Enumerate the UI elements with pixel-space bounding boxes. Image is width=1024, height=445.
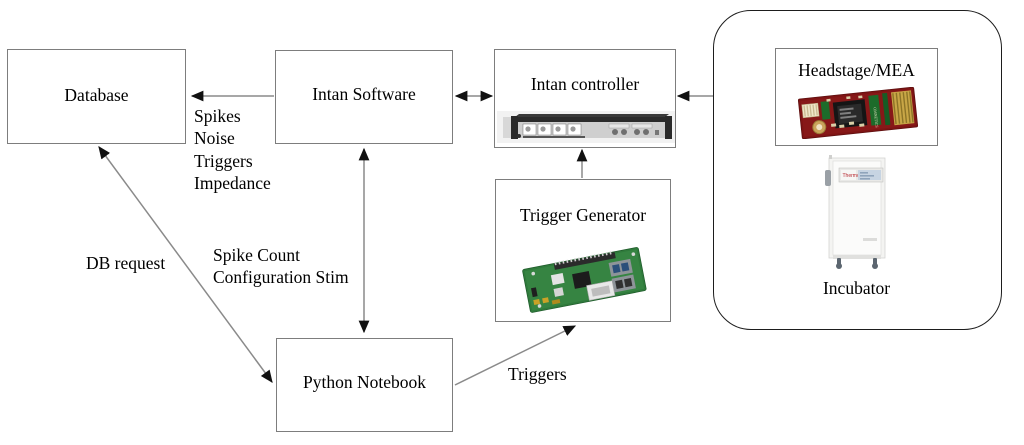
node-python-notebook[interactable]: Python Notebook <box>276 338 453 432</box>
edge-label-line-noise: Noise <box>194 128 235 149</box>
node-incubator-label: Incubator <box>822 278 891 298</box>
node-headstage-mea-label: Headstage/MEA <box>798 60 915 80</box>
edge-label-line-spikes: Spikes <box>194 106 241 126</box>
edge-label-db-request: DB request <box>86 253 166 273</box>
intan-controller-device-image <box>497 111 675 143</box>
arrow-database-to-notebook <box>98 146 273 383</box>
node-database[interactable]: Database <box>7 49 186 144</box>
raspberry-pi-device-image <box>522 247 647 313</box>
edge-label-line-configuration-stim: Configuration Stim <box>213 267 349 288</box>
node-intan-software-label: Intan Software <box>312 84 416 104</box>
node-python-notebook-label: Python Notebook <box>303 372 426 392</box>
edge-label-line-triggers: Triggers <box>194 150 253 171</box>
node-intan-controller[interactable]: Intan controller <box>494 49 676 148</box>
edge-label-line-spike-count: Spike Count <box>213 245 301 265</box>
arrow-notebook-to-trigger <box>454 325 577 386</box>
node-headstage-mea[interactable]: Headstage/MEA <box>775 48 938 146</box>
incubator-device-image: Thermo <box>825 155 886 269</box>
node-trigger-generator[interactable]: Trigger Generator <box>495 179 671 322</box>
edge-label-triggers: Triggers <box>508 364 567 384</box>
node-intan-software[interactable]: Intan Software <box>275 50 453 144</box>
edge-label-spikes-noise-triggers-impedance: Spikes Noise Triggers Impedance <box>194 105 271 195</box>
svg-text:Thermo: Thermo <box>843 173 860 179</box>
node-database-label: Database <box>64 85 129 105</box>
headstage-mea-pcb-image: OMNETICS <box>797 87 919 139</box>
edge-label-spike-count-configuration-stim: Spike Count Configuration Stim <box>213 244 349 289</box>
edge-label-line-impedance: Impedance <box>194 173 271 194</box>
svg-text:OMNETICS: OMNETICS <box>872 107 879 128</box>
node-trigger-generator-label: Trigger Generator <box>519 205 647 225</box>
node-intan-controller-label: Intan controller <box>530 74 640 94</box>
